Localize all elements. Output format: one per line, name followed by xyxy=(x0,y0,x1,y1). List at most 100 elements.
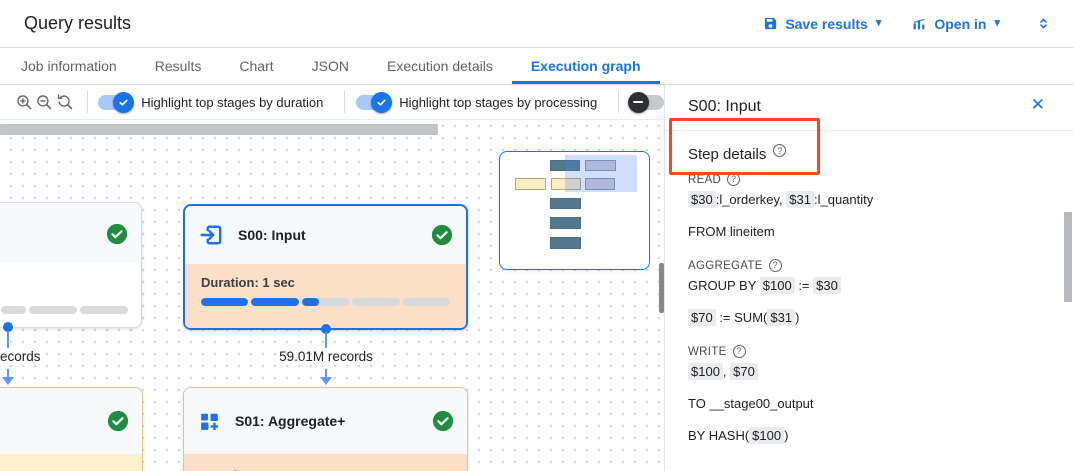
stage-duration-progress-bar xyxy=(201,298,451,306)
toolbar-divider xyxy=(86,91,88,113)
step-detail-line: $100, $70 xyxy=(688,363,1051,380)
toggle-knob-minus xyxy=(627,91,649,113)
minimap-stage-rect xyxy=(515,178,546,190)
stage-node-s01-aggregate[interactable]: S01: Aggregate+ Duration: 2 sec xyxy=(183,387,468,471)
tab-chart[interactable]: Chart xyxy=(239,58,274,74)
tab-job-information[interactable]: Job information xyxy=(21,58,117,74)
progress-segment xyxy=(301,298,350,306)
stage-complete-icon xyxy=(431,224,453,246)
tab-execution-graph[interactable]: Execution graph xyxy=(512,48,660,84)
highlight-duration-label: Highlight top stages by duration xyxy=(141,94,324,110)
help-icon[interactable]: ? xyxy=(768,258,782,272)
highlight-processing-label: Highlight top stages by processing xyxy=(399,94,598,110)
step-detail-line: TO __stage00_output xyxy=(688,396,814,411)
highlight-duration-toggle[interactable] xyxy=(98,91,135,113)
minimap-stage-rect xyxy=(550,237,581,249)
stage-details-panel: S00: Input ✕ Step details ? READ?$30:l_o… xyxy=(664,84,1074,471)
graph-minimap[interactable] xyxy=(499,151,650,270)
edge-records-label: 59.01M records xyxy=(279,349,373,364)
horizontal-scrollbar-thumb[interactable] xyxy=(0,124,438,135)
edge-line xyxy=(7,369,9,377)
results-tab-bar: Job information Results Chart JSON Execu… xyxy=(0,48,1074,85)
step-section-label: AGGREGATE? xyxy=(688,258,1051,272)
progress-segment xyxy=(352,298,400,306)
progress-segment xyxy=(402,298,451,306)
progress-segment xyxy=(80,306,128,314)
stage-node-header: S01: Aggregate+ xyxy=(184,388,467,454)
minimap-viewport[interactable] xyxy=(565,155,637,192)
save-results-button[interactable]: Save results ▾ xyxy=(763,16,881,32)
aggregate-stage-icon xyxy=(197,409,222,434)
stage-progress-bar xyxy=(1,306,128,314)
zoom-reset-icon[interactable] xyxy=(55,89,76,115)
step-section-label: WRITE? xyxy=(688,344,1051,358)
collapse-expand-icon[interactable] xyxy=(1030,11,1056,37)
stage-node-header: S00: Input xyxy=(185,206,466,264)
edge-line xyxy=(7,332,9,348)
step-detail-line: $70 := SUM($31) xyxy=(688,309,1051,326)
toggle-knob-check xyxy=(113,91,135,113)
tab-results[interactable]: Results xyxy=(154,58,202,74)
help-icon[interactable]: ? xyxy=(773,144,787,157)
stage-duration-section: Duration: 2 sec xyxy=(184,454,467,471)
toggle-knob-check xyxy=(371,91,393,113)
toolbar-divider xyxy=(344,91,346,113)
help-icon[interactable]: ? xyxy=(727,172,741,186)
open-in-button[interactable]: Open in ▾ xyxy=(911,16,1000,32)
stage-card-header xyxy=(0,203,141,263)
minimap-stage-rect xyxy=(551,178,581,190)
stage-duration-label: Duration: 2 sec xyxy=(200,468,451,471)
stage-complete-icon xyxy=(107,410,129,437)
zoom-out-icon[interactable] xyxy=(35,89,56,115)
zoom-in-icon[interactable] xyxy=(14,89,35,115)
step-detail-line: BY HASH($100) xyxy=(688,427,789,444)
stage-highlight-yellow-section xyxy=(0,454,142,471)
edge-connector-dot xyxy=(3,322,13,332)
toolbar-divider xyxy=(618,91,619,113)
tab-execution-details[interactable]: Execution details xyxy=(386,58,493,74)
panel-title: S00: Input xyxy=(688,98,761,115)
graph-vertical-scrollbar-thumb[interactable] xyxy=(659,263,664,313)
caret-down-icon: ▾ xyxy=(875,17,882,29)
step-section-label: READ? xyxy=(688,172,1051,186)
progress-segment xyxy=(251,298,299,306)
close-icon[interactable]: ✕ xyxy=(1030,95,1045,114)
stage-node-s00-input[interactable]: S00: Input Duration: 1 sec xyxy=(183,204,468,334)
open-in-label: Open in xyxy=(934,15,987,32)
panel-body: Step details ? READ?$30:l_orderkey, $31:… xyxy=(665,144,1074,444)
minimap-stage-rect xyxy=(550,198,581,209)
minimap-stage-rect xyxy=(585,160,616,171)
stage-card-partial-top[interactable] xyxy=(0,202,142,328)
edge-connector-dot xyxy=(320,324,331,334)
save-results-label: Save results xyxy=(785,15,868,32)
third-toggle[interactable] xyxy=(627,91,664,113)
caret-down-icon: ▾ xyxy=(994,17,1000,29)
input-stage-icon xyxy=(198,222,225,248)
progress-segment xyxy=(201,298,249,306)
step-detail-line: $30:l_orderkey, $31:l_quantity xyxy=(688,191,1051,208)
chart-icon xyxy=(911,16,927,32)
results-header: Query results Save results ▾ Open in ▾ xyxy=(0,0,1074,48)
save-icon xyxy=(763,16,778,31)
minimap-stage-rect xyxy=(550,217,581,229)
panel-header: S00: Input ✕ xyxy=(665,84,1074,131)
minimap-stage-rect xyxy=(585,178,615,190)
progress-segment xyxy=(1,306,26,314)
stage-node-title: S01: Aggregate+ xyxy=(235,413,346,429)
graph-toolbar: Highlight top stages by duration Highlig… xyxy=(0,85,664,120)
help-icon[interactable]: ? xyxy=(732,344,746,358)
highlight-processing-toggle[interactable] xyxy=(356,91,393,113)
stage-node-title: S00: Input xyxy=(238,227,306,243)
tab-json[interactable]: JSON xyxy=(311,58,349,74)
panel-scrollbar-thumb[interactable] xyxy=(1064,212,1072,302)
minimap-stage-rect xyxy=(550,160,580,171)
edge-arrowhead xyxy=(2,377,14,385)
stage-complete-icon xyxy=(106,223,128,250)
stage-card-partial-bottom[interactable] xyxy=(0,387,143,471)
progress-segment xyxy=(29,306,77,314)
stage-duration-label: Duration: 1 sec xyxy=(201,275,295,290)
step-detail-line: GROUP BY $100 := $30 xyxy=(688,277,1051,294)
execution-graph-canvas[interactable]: S00: Input Duration: 1 sec 59.01M record… xyxy=(0,120,664,471)
